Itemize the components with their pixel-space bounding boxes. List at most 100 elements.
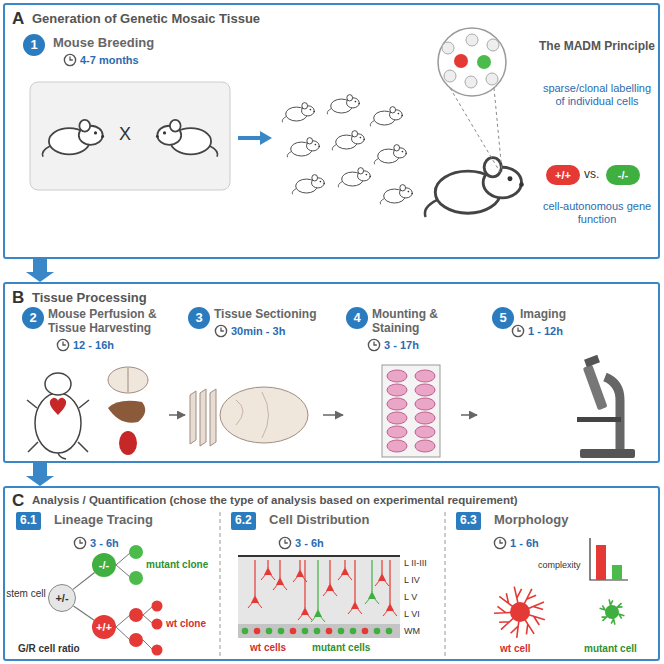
step-block: 1 Mouse Breeding 4-7 months <box>15 28 530 256</box>
annotation-label: vs. <box>584 168 599 182</box>
slide-illustration <box>415 426 435 438</box>
cortex-section <box>296 569 304 577</box>
cortex-section <box>238 556 400 638</box>
heading-text: Morphology <box>494 513 568 528</box>
sectioning-illustration <box>190 391 196 444</box>
cortex-section <box>378 573 386 581</box>
lineage-tree <box>152 619 163 630</box>
clock-icon <box>215 325 226 336</box>
column-separator <box>220 512 445 656</box>
breeding-illustration <box>425 158 524 217</box>
perfusion-illustration <box>35 393 81 453</box>
cortex-section <box>238 555 400 557</box>
cortex-section <box>354 560 355 602</box>
breeding-illustration <box>450 88 502 172</box>
panel-letter: C <box>12 491 24 511</box>
lineage-tree <box>129 545 143 559</box>
breeding-illustration <box>156 120 218 157</box>
lineage-tree <box>129 571 143 585</box>
cortex-section <box>389 560 390 604</box>
breeding-illustration <box>466 34 478 46</box>
genotype-text: +/+ <box>555 169 571 182</box>
cortex-section <box>326 628 333 635</box>
breeding-illustration <box>465 76 477 88</box>
slide-illustration <box>382 365 440 457</box>
annotation-label: cell-autonomous gene function <box>538 200 656 225</box>
sectioning-illustration <box>200 389 206 446</box>
cell-circle: +/- <box>48 584 76 612</box>
slide-illustration <box>415 398 435 410</box>
cortex-section <box>326 583 334 591</box>
microscope-illustration <box>605 377 620 449</box>
step-number: 3 <box>188 307 210 329</box>
morphology-illustration <box>596 545 606 580</box>
cortex-section <box>242 628 249 635</box>
cortex-section <box>290 628 297 635</box>
cell-circle: -/- <box>92 553 116 577</box>
clock-icon <box>279 537 290 548</box>
panel-letter: A <box>12 9 24 29</box>
annotation-label: L IV <box>404 575 420 585</box>
annotation-label: complexity <box>538 560 581 570</box>
step-number: 6.2 <box>231 512 256 530</box>
duration-text: 12 - 16h <box>73 339 114 352</box>
breeding-illustration <box>454 54 468 68</box>
step-number: 6.1 <box>16 512 41 530</box>
slide-illustration <box>415 384 435 396</box>
annotation-label: The MADM Principle <box>535 40 659 54</box>
heading-text: Mouse Breeding <box>53 36 154 51</box>
duration-text: 4-7 months <box>80 54 139 67</box>
morphology-illustration <box>590 538 628 580</box>
breeding-illustration <box>444 70 456 82</box>
clock-icon <box>64 54 75 65</box>
cortex-section <box>314 628 321 635</box>
genotype-pill: +/+ <box>546 165 580 185</box>
step-number: 6.3 <box>456 512 481 530</box>
cortex-section <box>251 595 259 603</box>
panel: BTissue Processing2Mouse Perfusion & Tis… <box>3 282 660 463</box>
morphology-illustration <box>612 565 622 580</box>
annotation-label: wt cell <box>500 643 531 655</box>
breeding-illustration <box>30 82 230 190</box>
step-number: 4 <box>346 307 368 329</box>
breeding-illustration <box>156 120 218 157</box>
step-arrow <box>461 414 477 416</box>
slide-illustration <box>415 370 435 382</box>
breeding-illustration <box>380 185 413 205</box>
microscope-illustration <box>577 355 635 458</box>
duration-text: 30min - 3h <box>231 325 285 338</box>
column-separator <box>220 512 445 656</box>
breeding-illustration <box>338 168 371 188</box>
annotation-label: mutant cells <box>312 642 370 654</box>
breeding-illustration <box>477 55 491 69</box>
cortex-section <box>254 628 261 635</box>
annotation-label: L V <box>404 592 417 602</box>
annotation-label: sparse/clonal labelling of individual ce… <box>538 82 656 107</box>
heading-text: Analysis / Quantification (chose the typ… <box>32 494 654 507</box>
cortex-section <box>386 628 393 635</box>
perfusion-illustration <box>128 368 129 392</box>
step-number: 1 <box>23 34 45 56</box>
perfusion-illustration <box>50 398 66 415</box>
breeding-illustration <box>442 42 454 54</box>
cortex-section <box>238 556 400 638</box>
cortex-section <box>350 628 357 635</box>
morphology-illustration <box>494 538 628 638</box>
breeding-illustration <box>487 39 499 51</box>
genotype-text: +/- <box>55 592 68 605</box>
cortex-section <box>374 628 381 635</box>
genotype-pill: -/- <box>606 165 640 185</box>
breeding-illustration <box>327 95 360 115</box>
annotation-label: wt clone <box>166 618 206 630</box>
annotation-label: L II-III <box>404 558 427 568</box>
slide-illustration <box>387 440 407 452</box>
microscope-illustration <box>583 365 608 411</box>
breeding-illustration <box>374 145 407 165</box>
clock-icon <box>57 339 68 350</box>
slide-illustration <box>387 370 407 382</box>
sectioning-illustration <box>236 392 269 438</box>
heading-text: Lineage Tracing <box>54 513 153 528</box>
cortex-section <box>368 591 376 599</box>
duration-text: 3 - 17h <box>384 339 419 352</box>
